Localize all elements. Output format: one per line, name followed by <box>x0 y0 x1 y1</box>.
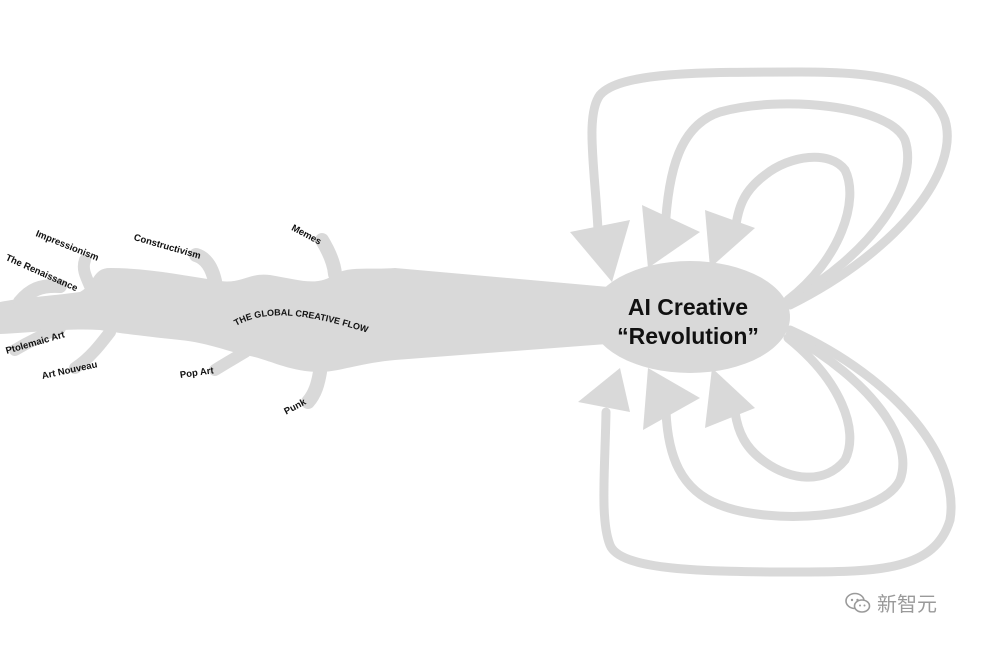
hub-ellipse <box>590 261 790 373</box>
creative-flow-trunk <box>0 268 620 372</box>
arrowheads <box>570 205 755 430</box>
watermark-text: 新智元 <box>877 592 937 616</box>
arrowhead-upper-center <box>642 205 700 268</box>
feedback-loops <box>587 67 956 577</box>
arrowhead-lower-left <box>578 368 630 412</box>
arrowhead-lower-right <box>705 368 755 428</box>
branch-streams <box>9 233 342 409</box>
hub-title-line2: “Revolution” <box>617 323 759 349</box>
hub-title-line1: AI Creative <box>627 294 749 320</box>
wechat-icon <box>845 592 871 613</box>
hub-title: AI Creative “Revolution” <box>588 293 788 351</box>
arrowhead-upper-left <box>570 220 630 282</box>
arrowhead-upper-right <box>705 210 755 268</box>
arrowhead-lower-center <box>643 368 700 430</box>
watermark: 新智元 <box>845 588 937 617</box>
